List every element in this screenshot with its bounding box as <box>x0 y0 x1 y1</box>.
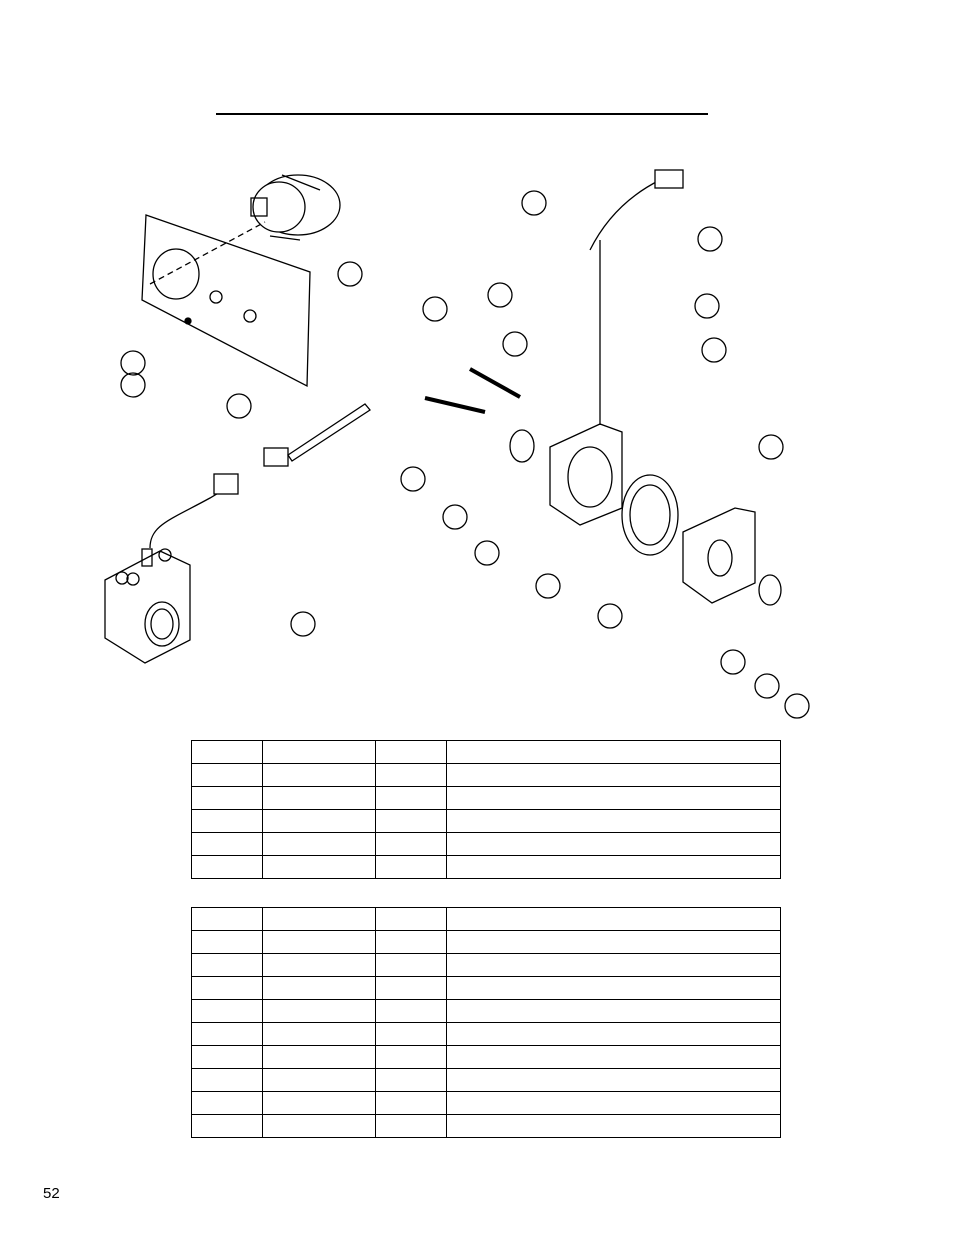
table-row <box>191 1045 781 1069</box>
parts-table-b <box>191 907 781 1138</box>
exploded-parts-diagram <box>104 169 810 719</box>
table-row <box>191 1068 781 1092</box>
table-row <box>191 1022 781 1046</box>
parts-table-a <box>191 740 781 879</box>
table-row <box>191 786 781 810</box>
table-row <box>191 999 781 1023</box>
page-number: 52 <box>43 1185 60 1202</box>
sensor-housing <box>104 403 371 664</box>
table-row <box>191 855 781 879</box>
callout-bubbles <box>120 190 810 719</box>
bearing-blocks <box>424 169 782 606</box>
table-row <box>191 763 781 787</box>
gauge-assembly <box>149 174 341 285</box>
table-row <box>191 953 781 977</box>
mounting-plate <box>141 214 311 388</box>
table-row <box>191 930 781 954</box>
section-title-rule <box>216 113 708 115</box>
table-row <box>191 1114 781 1138</box>
table-row <box>191 976 781 1000</box>
table-row <box>191 832 781 856</box>
table-row <box>191 1091 781 1115</box>
table-row <box>191 809 781 833</box>
table-row <box>191 740 781 764</box>
table-row <box>191 907 781 931</box>
